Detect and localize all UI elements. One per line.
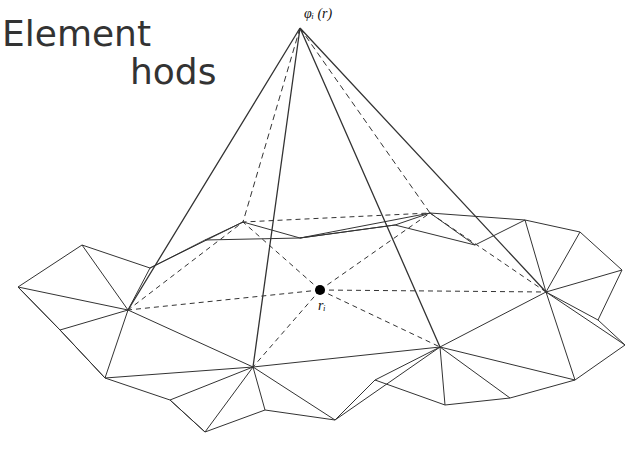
mesh-lines bbox=[18, 213, 625, 432]
pyramid-front-edges bbox=[128, 28, 546, 367]
node-point bbox=[315, 285, 325, 295]
base-back-edges bbox=[128, 213, 546, 310]
title-fragment: hods bbox=[130, 52, 216, 92]
function-label: φᵢ (r) bbox=[304, 6, 332, 21]
spokes bbox=[128, 213, 546, 367]
title-fragment: Element bbox=[2, 14, 151, 54]
point-label: rᵢ bbox=[318, 298, 326, 313]
pyramid-back-edges bbox=[243, 28, 430, 222]
